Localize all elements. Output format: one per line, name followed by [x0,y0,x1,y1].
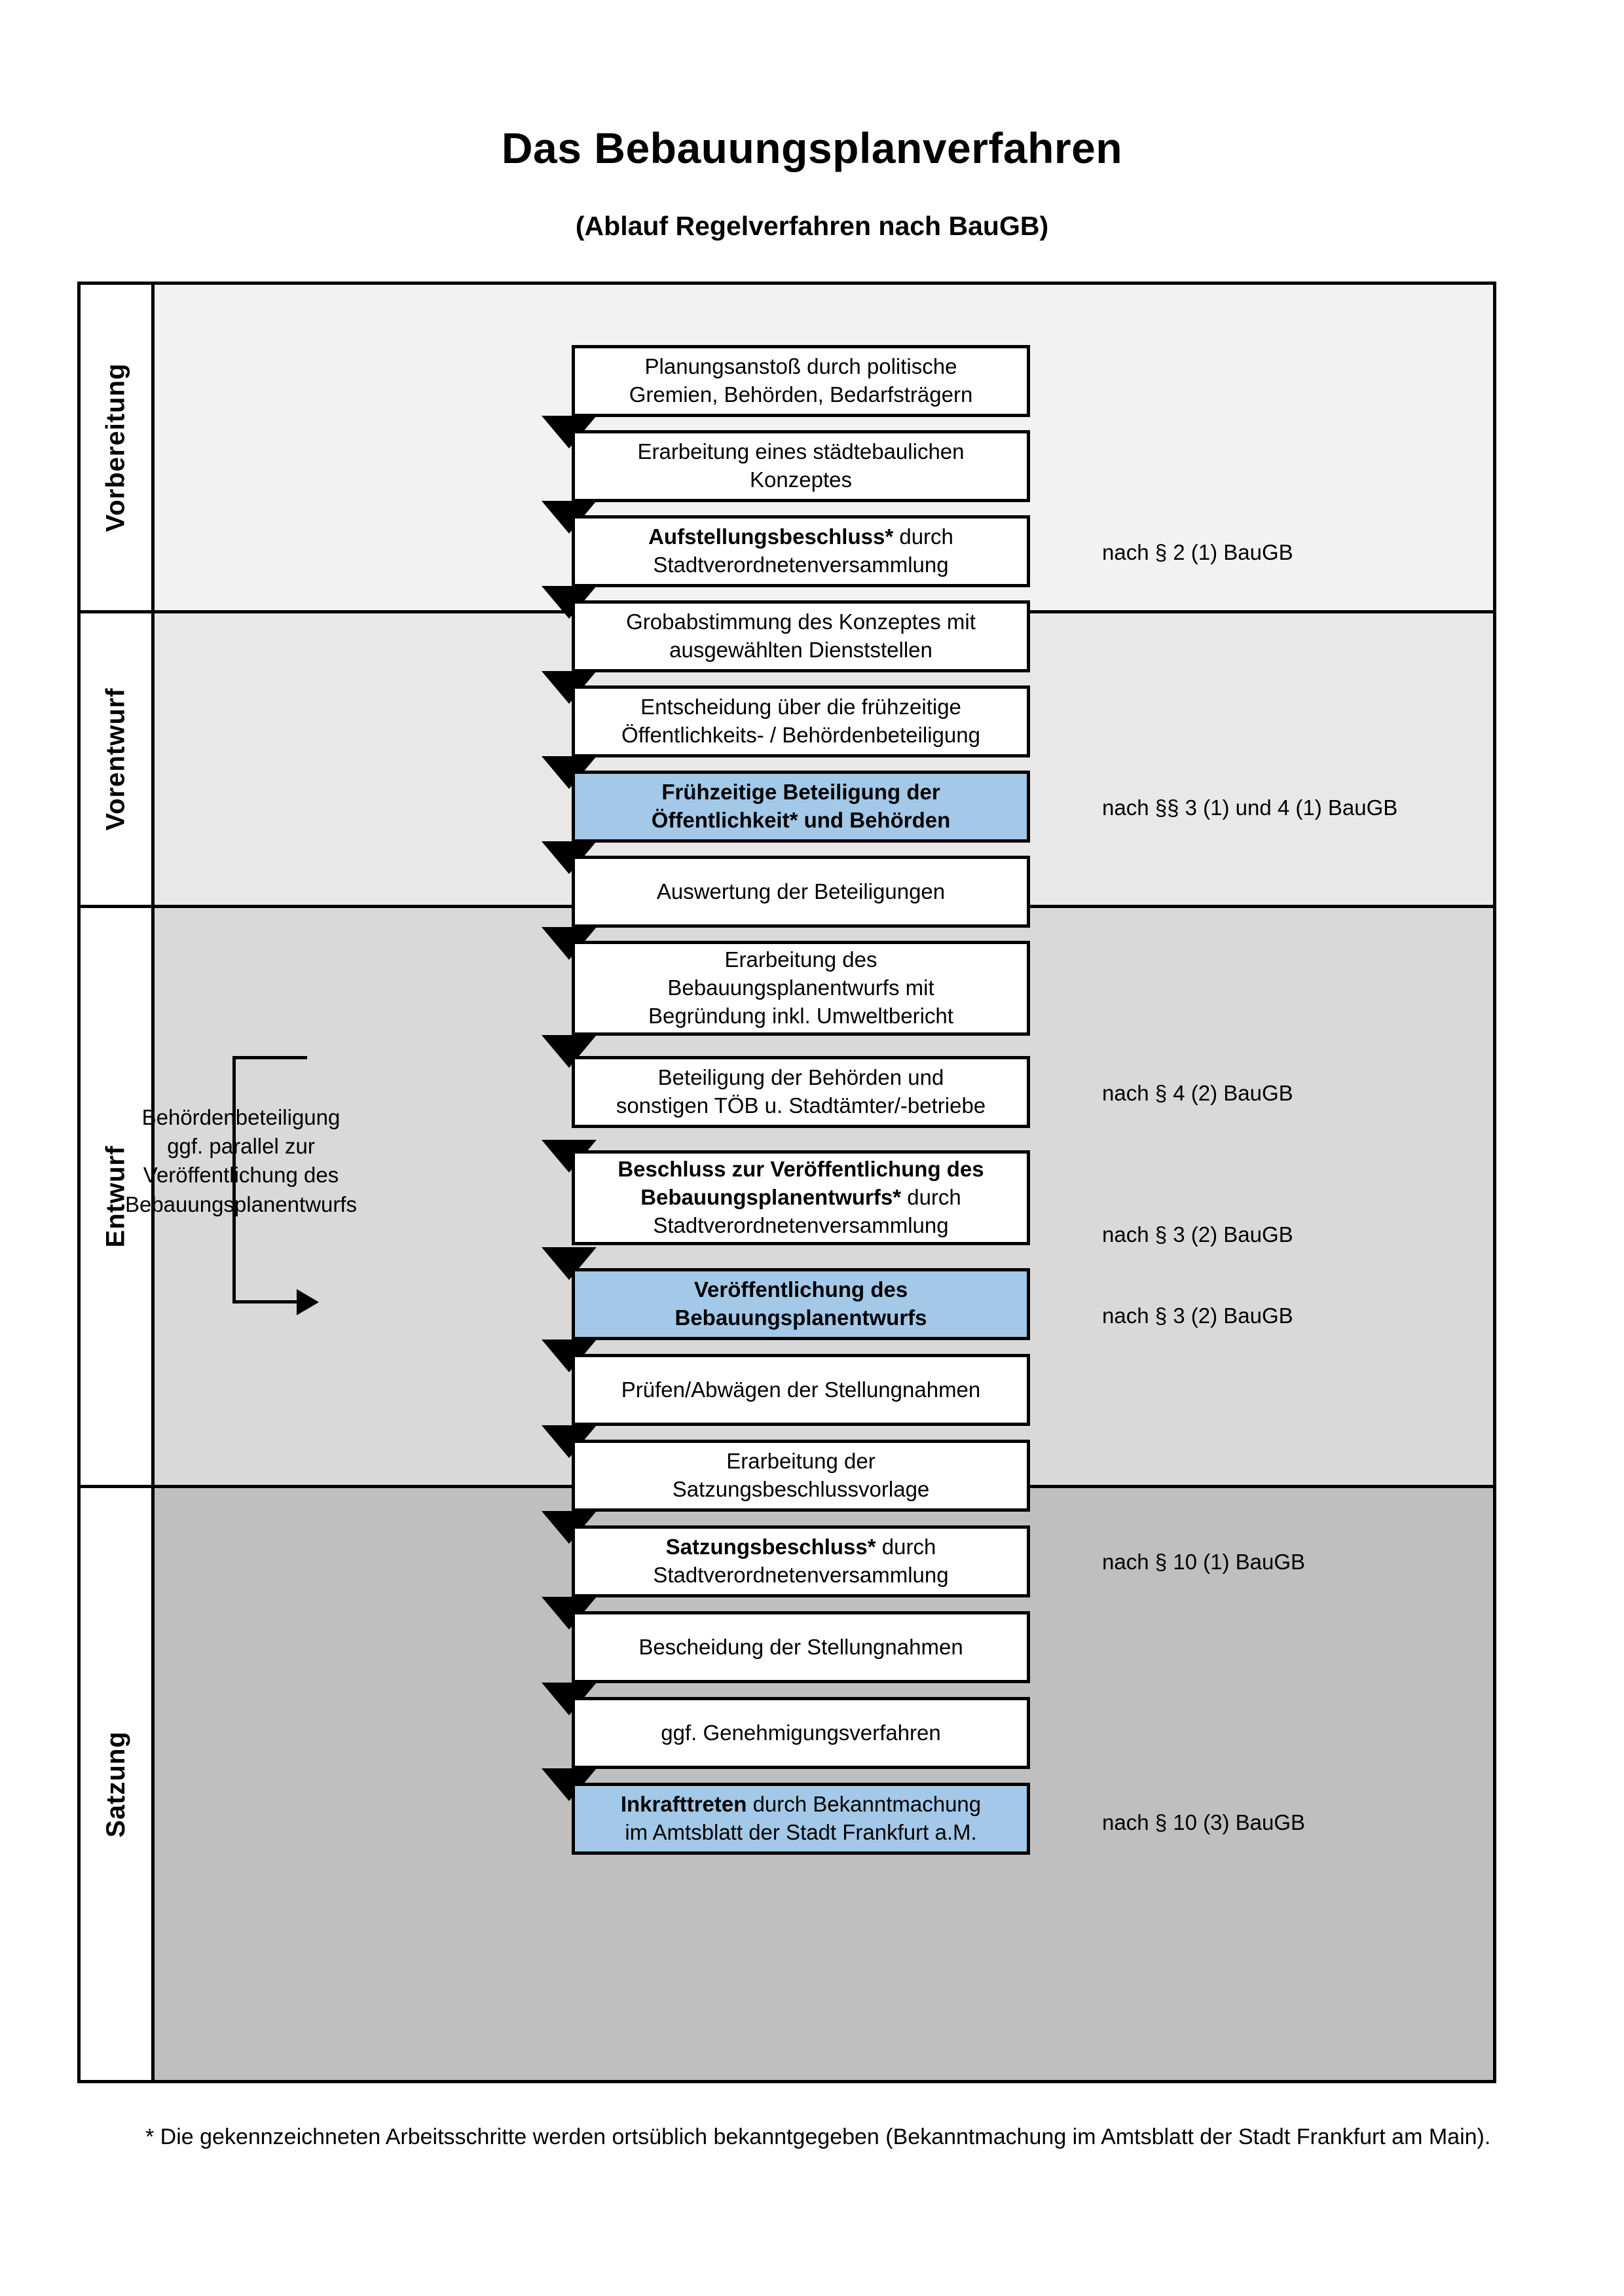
box-line: im Amtsblatt der Stadt Frankfurt a.M. [625,1820,977,1844]
box-line: durch [901,1185,961,1210]
process-box-planungsanstoss[interactable]: Planungsanstoß durch politische Gremien,… [572,345,1030,417]
box-line: Prüfen/Abwägen der Stellungnahmen [621,1377,981,1402]
box-line: Grobabstimmung des Konzeptes mit [626,610,976,634]
box-line: sonstigen TÖB u. Stadtämter/-betriebe [616,1093,986,1118]
box-line-bold: Aufstellungsbeschluss* [648,524,894,549]
footnote: * Die gekennzeichneten Arbeitsschritte w… [145,2124,1491,2149]
box-line: durch Bekanntmachung [747,1792,982,1817]
process-box-bescheidung-stellungnahmen[interactable]: Bescheidung der Stellungnahmen [572,1611,1030,1683]
process-box-erarbeitung-bplanentwurf[interactable]: Erarbeitung des Bebauungsplanentwurfs mi… [572,941,1030,1036]
legal-ref-behoerdenbeteiligung: nach § 4 (2) BauGB [1102,1081,1293,1105]
page-title: Das Bebauungsplanverfahren [501,124,1123,172]
process-box-pruefen-abwaegen[interactable]: Prüfen/Abwägen der Stellungnahmen [572,1354,1030,1426]
page-subtitle: (Ablauf Regelverfahren nach BauGB) [575,211,1049,241]
box-line: Auswertung der Beteiligungen [656,879,946,903]
phase-label-text: Satzung [101,1730,130,1838]
legal-ref-veroeffentlichung: nach § 3 (2) BauGB [1102,1303,1293,1328]
box-line: Stadtverordnetenversammlung [653,1212,949,1237]
box-line-bold: Bebauungsplanentwurfs* [640,1185,902,1210]
phase-label-text: Vorentwurf [101,687,130,831]
legal-ref-fruehzeitige-beteiligung: nach §§ 3 (1) und 4 (1) BauGB [1102,795,1398,820]
box-line: Bescheidung der Stellungnahmen [638,1634,963,1659]
box-line: Satzungsbeschlussvorlage [672,1477,930,1501]
box-line: Entscheidung über die frühzeitige [640,695,961,720]
box-line-bold: Öffentlichkeit* und Behörden [651,808,951,832]
box-line: Planungsanstoß durch politische [644,354,957,379]
phase-label-text: Vorbereitung [101,363,130,532]
side-note-line: Behördenbeteiligung [141,1105,341,1129]
process-box-erarbeitung-satzungsbeschlussvorlage[interactable]: Erarbeitung der Satzungsbeschlussvorlage [572,1440,1030,1512]
process-box-veroeffentlichung-bplanentwurf[interactable]: Veröffentlichung des Bebauungsplanentwur… [572,1268,1030,1340]
phase-column-divider [151,285,155,2080]
box-line-bold: Frühzeitige Beteiligung der [661,780,940,805]
box-line: Gremien, Behörden, Bedarfsträgern [629,382,973,407]
box-line: Begründung inkl. Umweltbericht [648,1003,953,1028]
process-box-grobabstimmung[interactable]: Grobabstimmung des Konzeptes mit ausgewä… [572,600,1030,672]
bypass-connector-bottom [232,1300,298,1303]
box-line: Öffentlichkeits- / Behördenbeteiligung [621,723,980,747]
box-line: ausgewählten Dienststellen [669,638,932,662]
process-box-auswertung-beteiligungen[interactable]: Auswertung der Beteiligungen [572,856,1030,928]
bypass-connector-top [232,1056,307,1059]
box-line: Erarbeitung eines städtebaulichen [637,439,965,464]
box-line: Erarbeitung der [726,1449,876,1474]
process-box-entscheidung-fruehzeitige-beteiligung[interactable]: Entscheidung über die frühzeitige Öffent… [572,685,1030,757]
phase-label-satzung: Satzung [81,1488,151,2080]
process-box-aufstellungsbeschluss[interactable]: Aufstellungsbeschluss* durch Stadtverord… [572,515,1030,587]
box-line-bold: Inkrafttreten [620,1792,747,1817]
phase-label-vorentwurf: Vorentwurf [81,613,151,905]
box-line: ggf. Genehmigungsverfahren [661,1720,941,1745]
process-box-beschluss-veroeffentlichung[interactable]: Beschluss zur Veröffentlichung des Bebau… [572,1150,1030,1245]
process-box-fruehzeitige-beteiligung[interactable]: Frühzeitige Beteiligung der Öffentlichke… [572,771,1030,843]
box-line: Erarbeitung des [724,947,877,972]
box-line: Stadtverordnetenversammlung [653,1563,949,1587]
box-line: Beteiligung der Behörden und [657,1065,944,1090]
process-box-inkrafttreten[interactable]: Inkrafttreten durch Bekanntmachung im Am… [572,1783,1030,1855]
process-diagram-frame: Vorbereitung Vorentwurf Entwurf Satzung [77,282,1496,2083]
box-line-bold: Veröffentlichung des [693,1277,908,1302]
side-note-line: Veröffentlichung des [143,1163,339,1188]
process-box-beteiligung-behoerden-toeb[interactable]: Beteiligung der Behörden und sonstigen T… [572,1056,1030,1128]
side-note-line: Bebauungsplanentwurfs [124,1192,358,1216]
phase-label-vorbereitung: Vorbereitung [81,285,151,610]
box-line-bold: Satzungsbeschluss* [665,1535,876,1559]
bypass-connector-arrowhead [297,1289,319,1315]
process-box-satzungsbeschluss[interactable]: Satzungsbeschluss* durch Stadtverordnete… [572,1525,1030,1597]
process-box-staedtebauliches-konzept[interactable]: Erarbeitung eines städtebaulichen Konzep… [572,430,1030,502]
box-line: Stadtverordnetenversammlung [653,553,949,577]
side-note-line: ggf. parallel zur [167,1134,315,1159]
box-line: Konzeptes [750,467,852,492]
legal-ref-aufstellungsbeschluss: nach § 2 (1) BauGB [1102,540,1293,564]
box-line: Bebauungsplanentwurfs mit [667,975,934,1000]
box-line-bold: Bebauungsplanentwurfs [674,1305,927,1330]
legal-ref-satzungsbeschluss: nach § 10 (1) BauGB [1102,1550,1306,1574]
side-note-behoerdenbeteiligung: Behördenbeteiligung ggf. parallel zur Ve… [100,1103,382,1219]
phase-label-entwurf: Entwurf [81,908,151,1485]
box-line-bold: Beschluss zur Veröffentlichung des [618,1157,984,1182]
legal-ref-beschluss-veroeffentlichung: nach § 3 (2) BauGB [1102,1222,1293,1247]
bypass-connector-vertical [232,1056,236,1303]
process-box-genehmigungsverfahren[interactable]: ggf. Genehmigungsverfahren [572,1697,1030,1769]
box-line: durch [876,1535,936,1559]
legal-ref-inkrafttreten: nach § 10 (3) BauGB [1102,1810,1306,1834]
box-line: durch [893,524,953,549]
